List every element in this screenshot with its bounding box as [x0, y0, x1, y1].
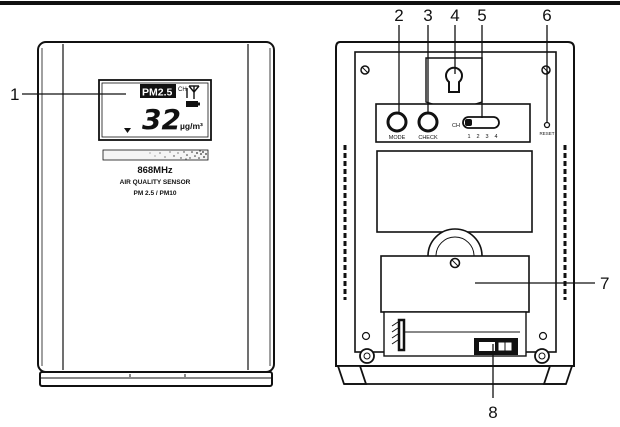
callout-5: 5 — [477, 6, 486, 25]
channel-number-1: 1 — [467, 134, 470, 140]
callout-6: 6 — [542, 6, 551, 25]
lcd-badge: PM2.5 — [142, 87, 173, 99]
channel-number-2: 2 — [476, 134, 479, 140]
check-button[interactable] — [417, 111, 439, 133]
callouts — [22, 25, 595, 398]
channel-label: CH — [452, 123, 460, 129]
reset-hole[interactable] — [543, 121, 551, 129]
lcd-unit: µg/m³ — [180, 121, 203, 131]
callout-8: 8 — [488, 403, 497, 422]
front-base — [39, 371, 273, 387]
side-ribs — [343, 145, 567, 300]
battery-icon — [186, 101, 200, 107]
back-view: MODE CHECK CH 1 2 3 4 RESET — [335, 41, 575, 385]
lcd-indicator-arrow — [124, 128, 131, 133]
channel-switch[interactable] — [462, 116, 500, 129]
mode-button[interactable] — [386, 111, 408, 133]
callout-2: 2 — [394, 6, 403, 25]
sensor-grille-strip — [102, 149, 209, 161]
callout-4: 4 — [450, 6, 459, 25]
wall-mount-hole — [445, 66, 463, 93]
channel-switch-knob[interactable] — [465, 119, 472, 126]
lcd-badge-box — [140, 84, 176, 98]
product-line-1: AIR QUALITY SENSOR — [120, 179, 191, 186]
grille-dots — [149, 150, 207, 160]
battery-door-tab — [427, 228, 483, 257]
channel-number-4: 4 — [494, 134, 497, 140]
label-window — [376, 150, 533, 233]
channel-number-3: 3 — [485, 134, 488, 140]
lcd-value: 32 — [142, 103, 181, 136]
frequency-label: 868MHz — [137, 165, 173, 176]
back-feet — [336, 365, 574, 385]
reset-label: RESET — [539, 131, 554, 136]
callout-1: 1 — [10, 85, 19, 104]
mode-label: MODE — [389, 135, 406, 141]
corner-screws — [359, 65, 551, 364]
callout-7: 7 — [600, 274, 609, 293]
lcd-ch-label: CH — [178, 87, 187, 93]
front-view: PM2.5 CH 32 µg/m³ 868MHz — [37, 41, 275, 387]
product-line-2: PM 2.5 / PM10 — [134, 190, 177, 197]
battery-clip — [397, 318, 406, 352]
antenna-icon — [186, 85, 200, 99]
check-label: CHECK — [418, 135, 438, 141]
callout-3: 3 — [423, 6, 432, 25]
